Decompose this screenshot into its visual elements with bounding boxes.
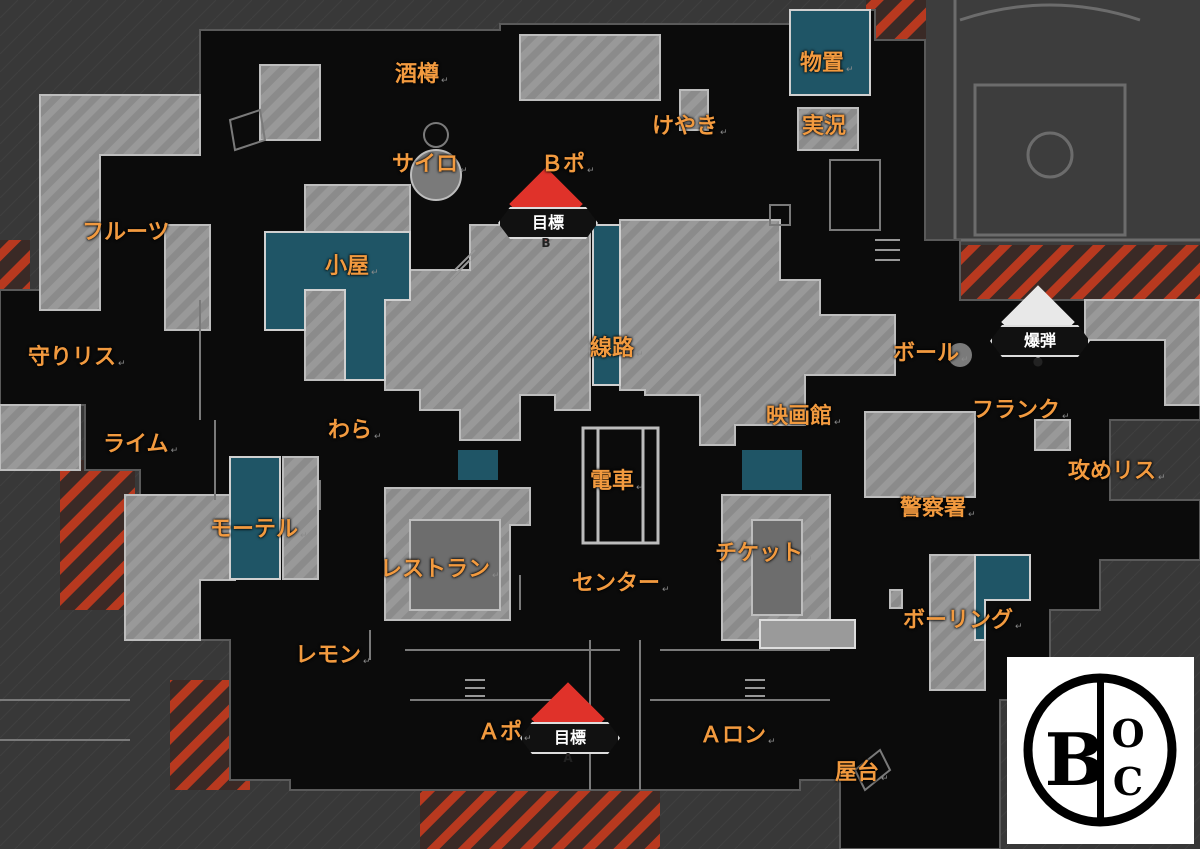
callout-monooki: 物置: [800, 53, 854, 75]
callout-ball: ボール: [893, 343, 969, 365]
callout-semeri: 攻めリス: [1068, 461, 1166, 483]
callout-apo: Ａポ: [478, 722, 532, 744]
callout-senro: 線路: [590, 338, 644, 360]
callout-wara: わら: [328, 420, 382, 442]
callout-mamori: 守りリス: [28, 347, 126, 369]
callout-restaurant: レストラン: [380, 559, 500, 581]
svg-text:B: B: [1045, 717, 1106, 802]
callout-ticket: チケット: [715, 543, 813, 565]
minor-structures: [0, 108, 892, 792]
callout-lime: ライム: [103, 434, 178, 456]
bomb-icon: ●: [1032, 354, 1044, 368]
callout-motel: モーテル: [210, 519, 308, 541]
callout-bpo: Ｂポ: [541, 154, 595, 176]
callout-sakadaru: 酒樽: [395, 64, 449, 86]
callout-flank: フランク: [972, 400, 1070, 422]
callout-center: センター: [572, 573, 670, 595]
callout-koya: 小屋: [325, 256, 379, 278]
callout-lemon: レモン: [295, 645, 371, 667]
callout-yatai: 屋台: [835, 762, 889, 784]
boc-logo: B O C: [1007, 657, 1194, 844]
objective-a-label: 目標: [520, 722, 620, 754]
callout-keyaki: けやき: [652, 116, 728, 138]
stairs: [449, 239, 900, 697]
callout-aron: Ａロン: [700, 725, 776, 747]
callout-bowling: ボーリング: [903, 610, 1023, 632]
objective-b-label: 目標: [498, 207, 598, 239]
callout-jikkyo: 実況: [802, 116, 856, 138]
baseball-field: [920, 0, 1200, 280]
bomb-label: 爆弾: [990, 325, 1090, 357]
callout-densha: 電車: [590, 471, 644, 493]
callout-fruits: フルーツ: [82, 222, 179, 244]
callout-eigakan: 映画館: [766, 406, 842, 428]
svg-text:O: O: [1111, 711, 1144, 756]
svg-text:C: C: [1113, 759, 1143, 804]
objective-b-tag: B: [541, 236, 551, 250]
objective-a-tag: A: [563, 751, 573, 765]
callout-sairo: サイロ: [392, 154, 468, 176]
boc-logo-mark: B O C: [1023, 673, 1177, 827]
callout-keisatsu: 警察署: [900, 498, 976, 520]
